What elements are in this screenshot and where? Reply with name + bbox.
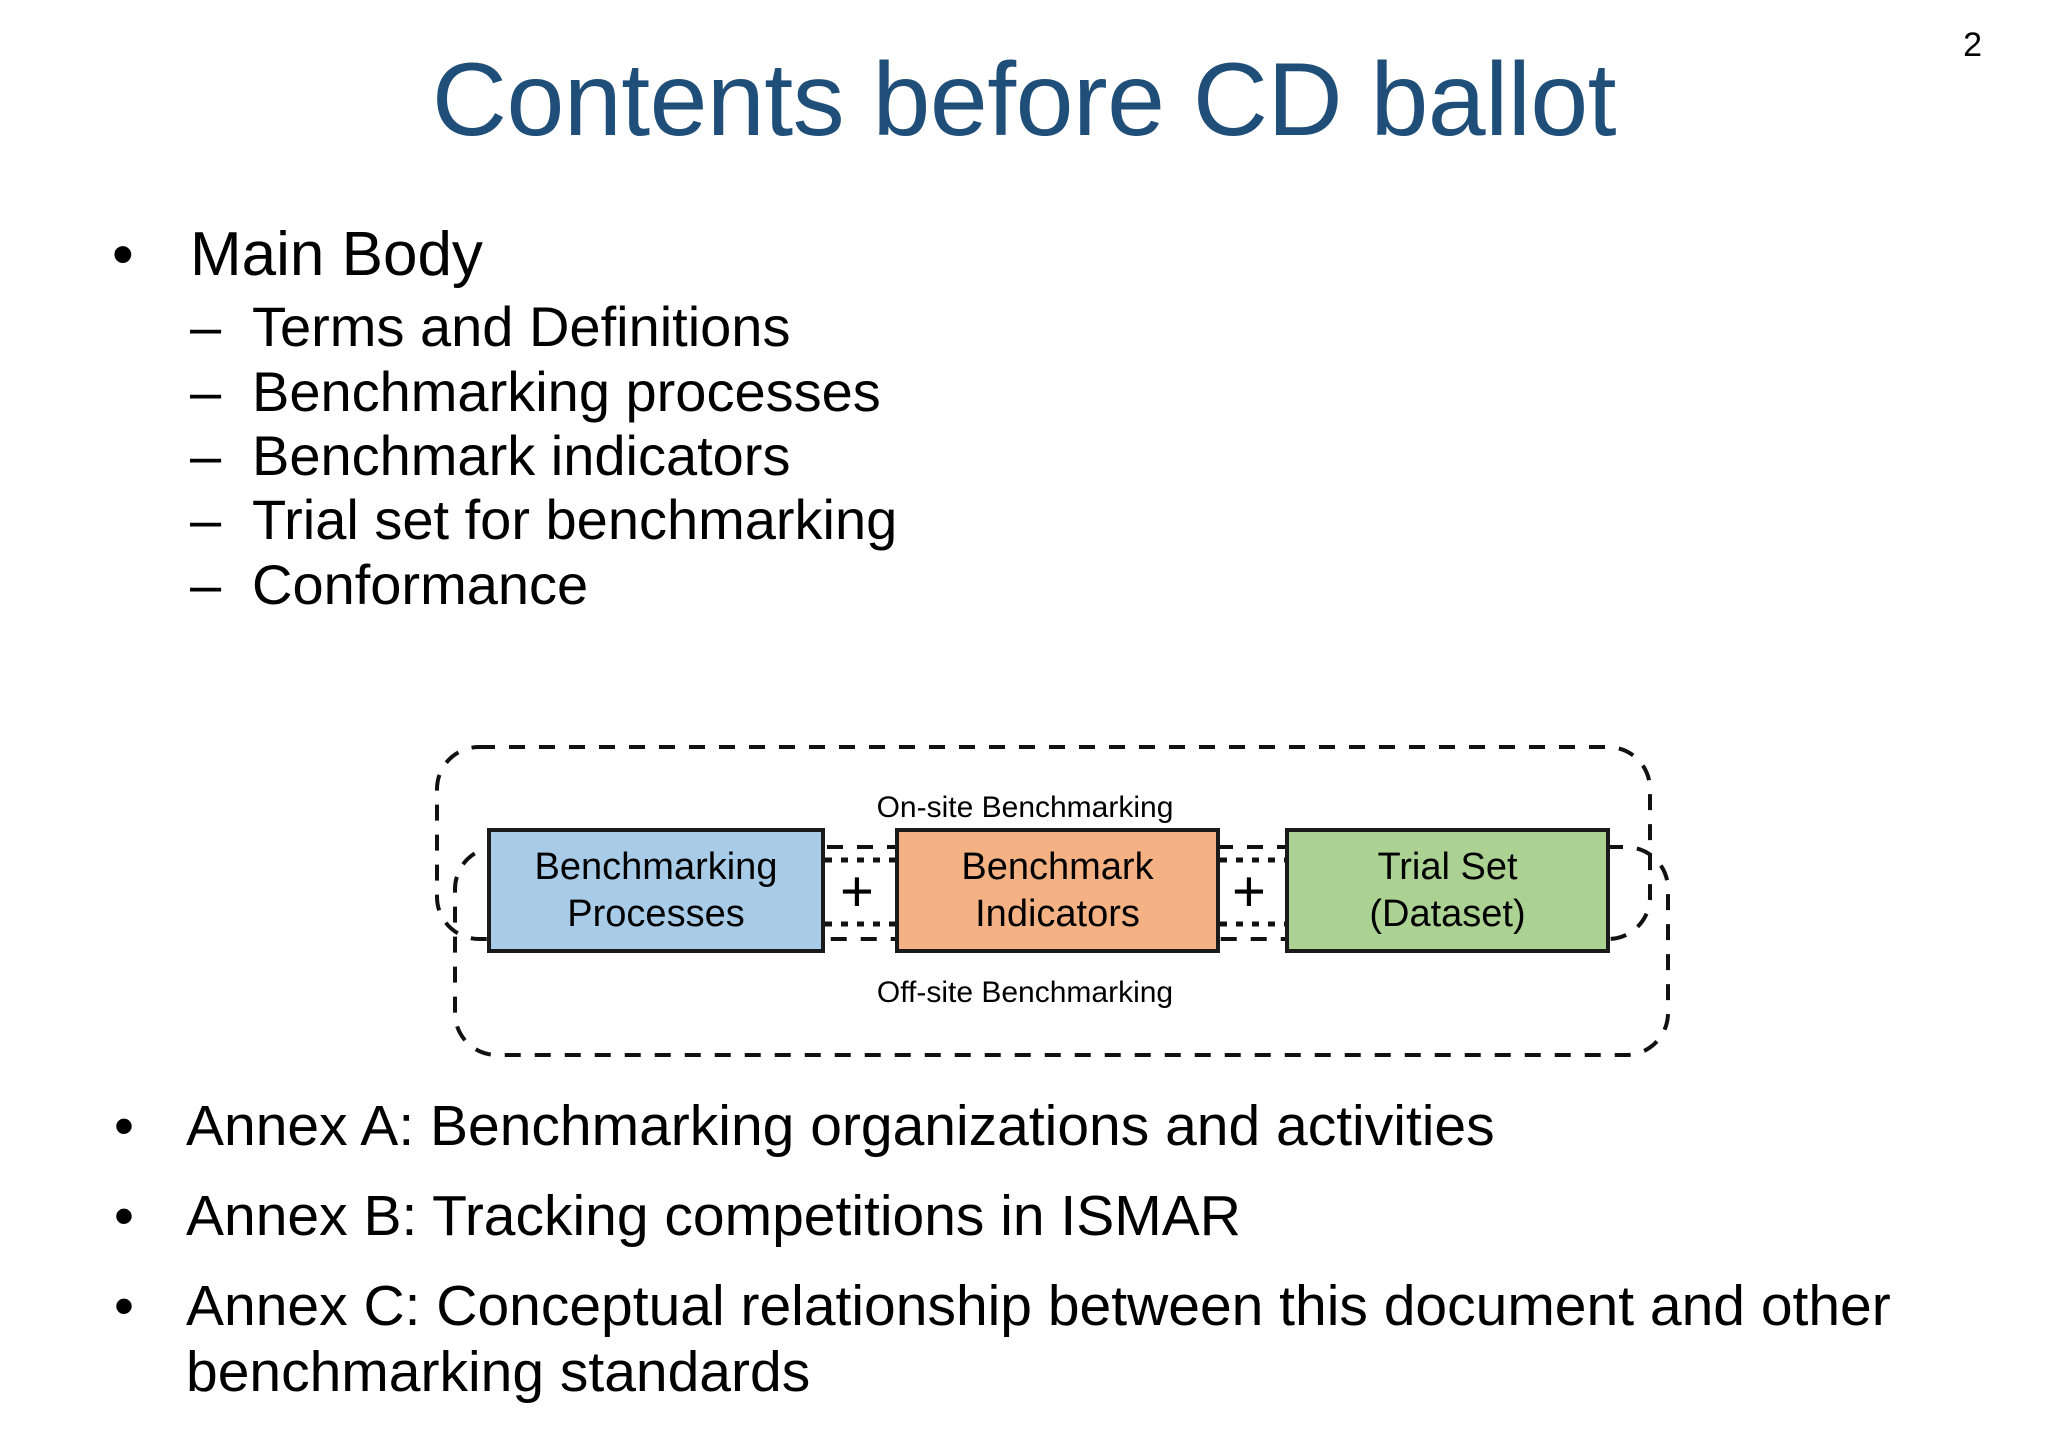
annex-label: Annex B: Tracking competitions in ISMAR — [186, 1184, 1241, 1249]
bullet-dot-icon: • — [114, 1274, 134, 1339]
annex-list-container: • Annex A: Benchmarking organizations an… — [0, 1093, 2048, 1405]
box-line-2: (Dataset) — [1369, 892, 1526, 935]
list-item-annex-c: • Annex C: Conceptual relationship betwe… — [0, 1273, 2048, 1405]
bullet-dot-icon: • — [114, 1184, 134, 1249]
diagram-box-benchmarking-processes: Benchmarking Processes — [487, 828, 825, 953]
outline-content: • Main Body – Terms and Definitions – Be… — [0, 220, 2048, 620]
bullet-dash-icon: – — [190, 552, 222, 616]
bullet-dot-icon: • — [112, 220, 134, 289]
bullet-dot-icon: • — [114, 1094, 134, 1158]
page-title: Contents before CD ballot — [431, 42, 1617, 158]
sub-item-label: Terms and Definitions — [252, 295, 791, 359]
diagram-box-trial-set: Trial Set (Dataset) — [1285, 828, 1610, 953]
list-item-main-body: • Main Body – Terms and Definitions – Be… — [0, 220, 2048, 616]
plus-icon: + — [840, 859, 874, 924]
bullet-dash-icon: – — [190, 423, 222, 487]
list-item-trial-set-for-benchmarking: – Trial set for benchmarking — [190, 488, 2048, 551]
annex-bullet-list: • Annex A: Benchmarking organizations an… — [0, 1093, 2048, 1429]
list-item-benchmarking-processes: – Benchmarking processes — [190, 360, 2048, 423]
list-item-benchmark-indicators: – Benchmark indicators — [190, 424, 2048, 487]
sub-bullet-list: – Terms and Definitions – Benchmarking p… — [190, 295, 2048, 615]
sub-item-label: Benchmark indicators — [252, 423, 791, 487]
off-site-group-label: Off-site Benchmarking — [876, 976, 1174, 1009]
plus-icon: + — [1232, 859, 1266, 924]
list-item-conformance: – Conformance — [190, 553, 2048, 616]
list-item-terms-and-definitions: – Terms and Definitions — [190, 295, 2048, 358]
box-line-1: Trial Set — [1377, 846, 1518, 889]
benchmarking-diagram: On-site Benchmarking Off-site Benchmarki… — [400, 735, 1700, 1075]
box-line-1: Benchmarking — [534, 846, 778, 889]
bullet-dash-icon: – — [190, 488, 222, 552]
sub-item-label: Trial set for benchmarking — [252, 488, 898, 552]
on-site-group-label: On-site Benchmarking — [876, 791, 1174, 824]
page-number: 2 — [1963, 26, 1982, 64]
bullet-dash-icon: – — [190, 359, 222, 423]
diagram-box-benchmark-indicators: Benchmark Indicators — [895, 828, 1220, 953]
sub-item-label: Benchmarking processes — [252, 359, 881, 423]
bullet-dash-icon: – — [190, 295, 222, 359]
annex-label: Annex A: Benchmarking organizations and … — [186, 1094, 1495, 1158]
box-line-1: Benchmark — [961, 846, 1154, 889]
box-line-2: Indicators — [975, 892, 1140, 935]
list-item-annex-a: • Annex A: Benchmarking organizations an… — [0, 1093, 2048, 1159]
off-site-group-outline — [453, 845, 1670, 1057]
sub-item-label: Conformance — [252, 552, 589, 616]
list-item-annex-b: • Annex B: Tracking competitions in ISMA… — [0, 1183, 2048, 1249]
main-body-label: Main Body — [190, 220, 483, 289]
top-level-bullet-list: • Main Body – Terms and Definitions – Be… — [0, 220, 2048, 616]
annex-label: Annex C: Conceptual relationship between… — [186, 1274, 1891, 1405]
box-line-2: Processes — [567, 892, 745, 935]
